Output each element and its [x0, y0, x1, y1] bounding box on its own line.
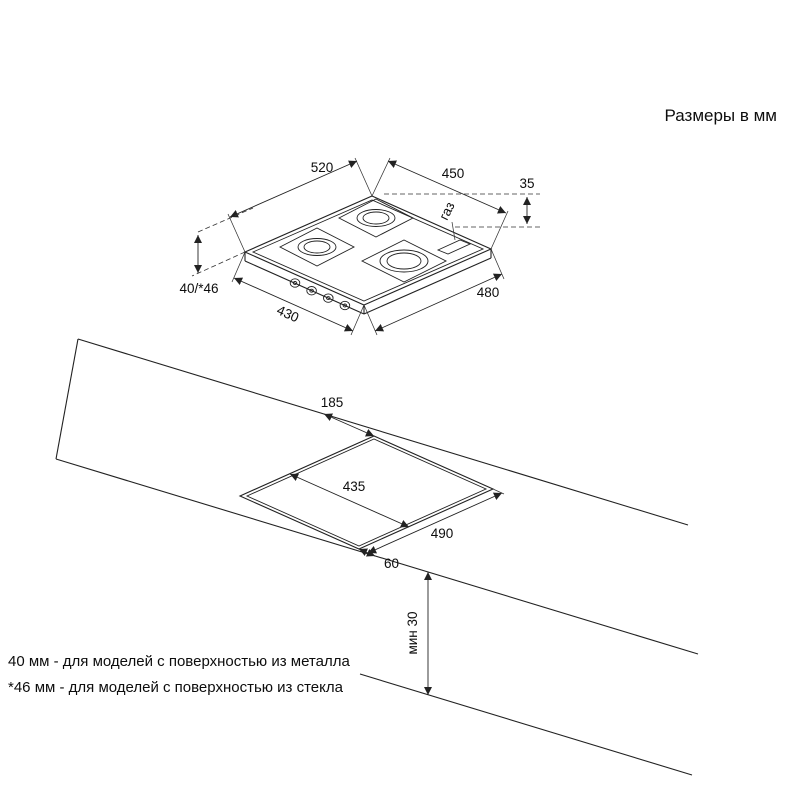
dim-top-width-520: 520 [227, 157, 373, 253]
hob-drawing: газ 520 450 35 [179, 157, 540, 336]
dim-body-width-480: 480 [363, 248, 505, 336]
dim-cutout-depth-435: 435 [289, 473, 410, 528]
dim-cutout-width-490: 490 [358, 488, 505, 555]
dim-front-clearance-60: 60 [358, 548, 399, 571]
burner-front [360, 239, 448, 283]
dim-body-height-40-46: 40/*46 [179, 207, 254, 296]
cutout-outer [238, 435, 495, 550]
svg-text:185: 185 [321, 395, 344, 410]
dim-top-depth-450: 450 [371, 157, 509, 250]
worktop-edges [55, 338, 699, 776]
cutout-inner [245, 438, 488, 547]
footnotes: 40 мм - для моделей с поверхностью из ме… [8, 649, 350, 702]
dim-rim-height-35: 35 [384, 176, 540, 228]
dim-min-edge-30: мин 30 [405, 572, 433, 695]
dim-back-clearance-185: 185 [321, 395, 375, 437]
svg-text:520: 520 [311, 160, 334, 175]
svg-text:435: 435 [343, 479, 366, 494]
gas-label: газ [436, 200, 457, 223]
svg-text:40/*46: 40/*46 [179, 281, 218, 296]
footnote-metal: 40 мм - для моделей с поверхностью из ме… [8, 653, 350, 670]
svg-text:мин 30: мин 30 [405, 611, 420, 654]
footnote-glass: *46 мм - для моделей с поверхностью из с… [8, 679, 343, 697]
svg-text:480: 480 [477, 285, 500, 300]
svg-text:450: 450 [442, 166, 465, 181]
worktop-drawing: 185 435 490 60 мин 30 [55, 338, 699, 776]
page-title: Размеры в мм [664, 106, 777, 125]
svg-text:60: 60 [384, 556, 399, 571]
burner-back [338, 198, 414, 238]
gas-connection [436, 239, 472, 255]
burner-left [279, 227, 355, 267]
svg-text:490: 490 [431, 526, 454, 541]
svg-text:35: 35 [519, 176, 534, 191]
gas-leader-line [451, 221, 456, 241]
